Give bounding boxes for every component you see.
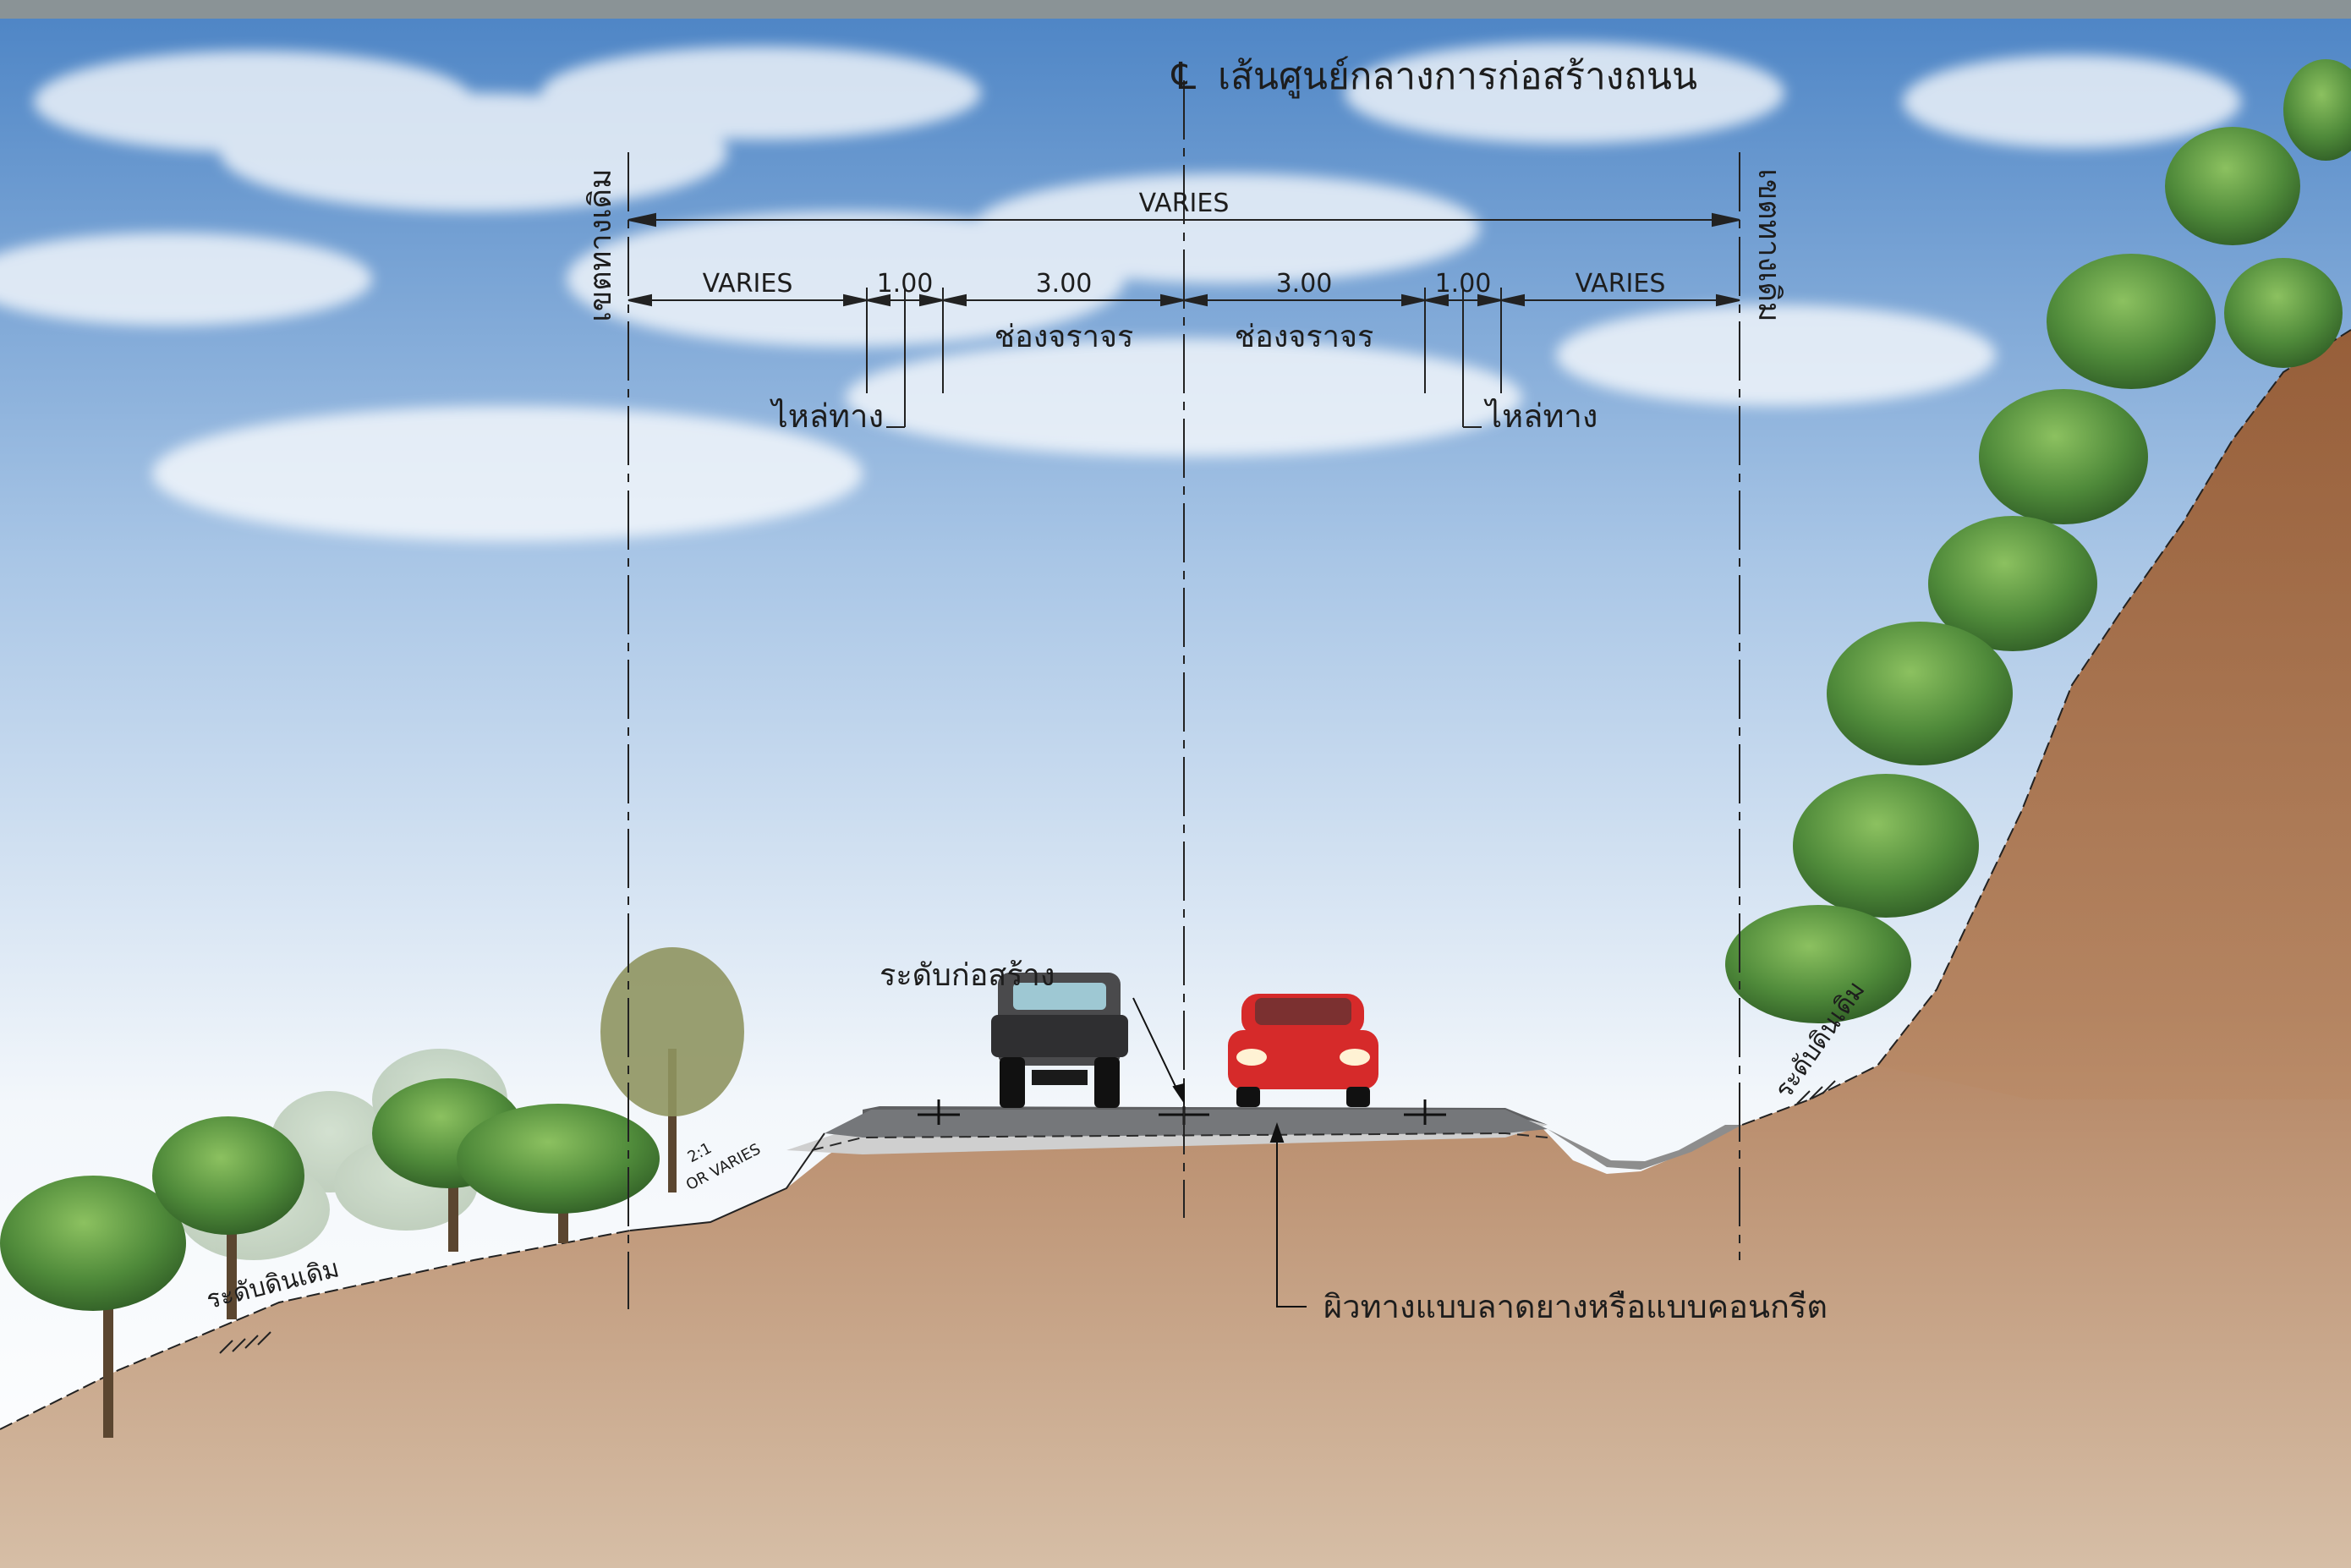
overall-dimension-line: [627, 212, 1740, 228]
ground-line: [0, 1230, 631, 1430]
soil-ground: [0, 330, 2351, 1568]
shoulder-label-right: ไหล่ทาง: [1483, 397, 1597, 435]
row-label-right: เขตทางเดิม: [1751, 168, 1786, 321]
ground-line-right: [1741, 329, 2351, 1126]
red-car: [1228, 994, 1378, 1107]
ground-hatching: [219, 1080, 1836, 1354]
pavement-label: ผิวทางแบบลาดยางหรือแบบคอนกรีต: [1323, 1288, 1828, 1325]
shoulder-label-left: ไหล่ทาง: [770, 397, 884, 435]
construction-level-label: ระดับก่อสร้าง: [880, 958, 1055, 993]
dim-right-lane: 3.00: [1276, 269, 1333, 299]
pavement-leader: [1269, 1121, 1307, 1308]
ditch-right: [1548, 1125, 1742, 1170]
construction-level-leader: [1132, 997, 1185, 1105]
trees-right: [1725, 59, 2351, 1023]
title-text: เส้นศูนย์กลางการก่อสร้างถนน: [1218, 55, 1697, 99]
pickup-truck: [991, 973, 1128, 1108]
sub-dimension-line: [627, 288, 1740, 428]
dim-right-shoulder: 1.00: [1435, 269, 1492, 299]
trees-left: [0, 947, 744, 1438]
dim-left-lane: 3.00: [1036, 269, 1093, 299]
dim-left-varies: VARIES: [703, 269, 793, 299]
dim-left-shoulder: 1.00: [877, 269, 934, 299]
overall-dimension-label: VARIES: [1139, 189, 1230, 218]
lane-label-left: ช่องจราจร: [995, 320, 1134, 354]
hillside-right: [1877, 330, 2351, 1099]
centerline-symbol: ℄: [1171, 55, 1197, 98]
pavement-top: [825, 1110, 1548, 1138]
row-label-left: เขตทางเดิม: [584, 168, 618, 321]
side-slope-left: [629, 1132, 825, 1231]
lane-label-right: ช่องจราจร: [1235, 320, 1374, 354]
dim-right-varies: VARIES: [1576, 269, 1666, 299]
clouds: [0, 42, 2241, 541]
